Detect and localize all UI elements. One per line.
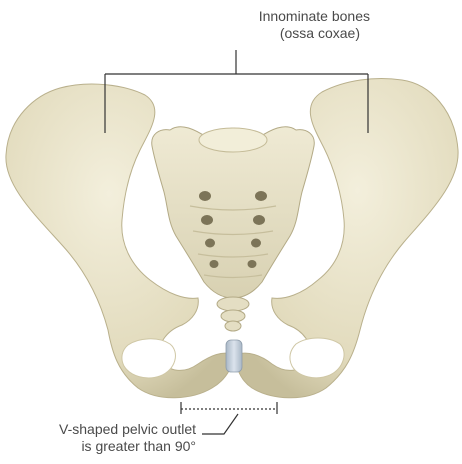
innominate-bones-label: Innominate bones (ossa coxae) [170, 8, 370, 42]
sacral-promontory [199, 128, 267, 152]
innominate-bones-label-line2: (ossa coxae) [170, 25, 370, 42]
pelvic-outlet-label: V-shaped pelvic outlet is greater than 9… [0, 421, 196, 455]
pelvic-outlet-label-line2: is greater than 90° [0, 438, 196, 455]
left-obturator-foramen [122, 339, 176, 378]
pubic-symphysis [226, 340, 242, 372]
innominate-bones-label-line1: Innominate bones [170, 8, 370, 25]
pelvic-outlet-label-line1: V-shaped pelvic outlet [0, 421, 196, 438]
coccyx [217, 297, 249, 331]
